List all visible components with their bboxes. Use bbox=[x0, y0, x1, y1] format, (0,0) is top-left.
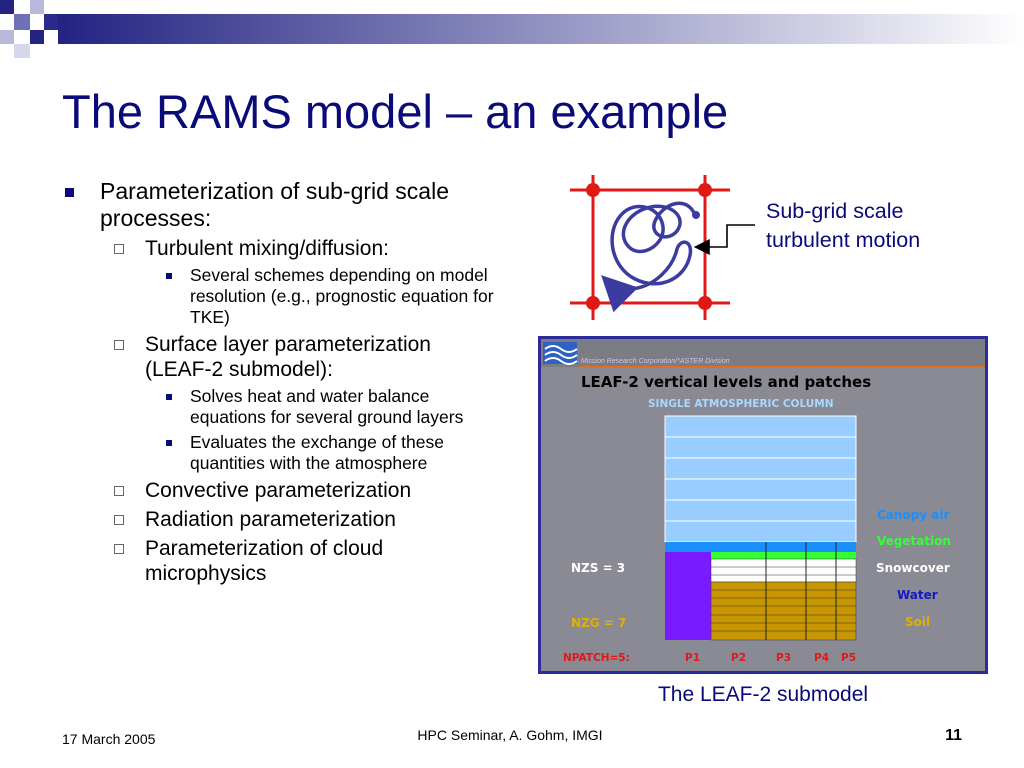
grid-node bbox=[586, 296, 600, 310]
patch-label: P2 bbox=[731, 652, 746, 664]
bullet-text: Radiation parameterization bbox=[145, 508, 396, 531]
hollow-square-bullet-icon bbox=[114, 515, 124, 525]
legend-soil: Soil bbox=[905, 615, 930, 629]
slide-title: The RAMS model – an example bbox=[62, 85, 729, 138]
bullet-text: Parameterization of sub-grid scale proce… bbox=[100, 178, 449, 231]
legend-snowcover: Snowcover bbox=[876, 561, 950, 575]
swirl-dot bbox=[692, 211, 700, 219]
grid-node bbox=[698, 296, 712, 310]
soil-layers bbox=[710, 581, 857, 641]
vegetation-layer bbox=[711, 552, 856, 559]
bullet-item: Parameterization of cloud microphysics bbox=[62, 536, 502, 586]
hollow-square-bullet-icon bbox=[114, 544, 124, 554]
hollow-square-bullet-icon bbox=[114, 340, 124, 350]
header-decoration bbox=[0, 0, 1024, 58]
bullet-text: Solves heat and water balance equations … bbox=[190, 386, 464, 427]
page-number: 11 bbox=[945, 727, 962, 744]
patch-label: P3 bbox=[776, 652, 791, 664]
bullet-item: Radiation parameterization bbox=[62, 507, 502, 532]
atmospheric-column bbox=[664, 415, 857, 543]
legend-vegetation: Vegetation bbox=[877, 534, 951, 548]
snowcover-layers bbox=[710, 558, 857, 583]
small-square-bullet-icon bbox=[166, 440, 172, 446]
bullet-item: Turbulent mixing/diffusion: bbox=[62, 236, 502, 261]
small-square-bullet-icon bbox=[166, 394, 172, 400]
grid-cell-diagram bbox=[570, 175, 755, 320]
bullet-text: Parameterization of cloud microphysics bbox=[145, 537, 384, 585]
nzg-label: NZG = 7 bbox=[571, 616, 626, 630]
label-pointer-arrow-icon bbox=[693, 224, 755, 255]
figure-title: LEAF-2 vertical levels and patches bbox=[581, 373, 871, 391]
figure-caption: The LEAF-2 submodel bbox=[657, 683, 869, 706]
small-square-bullet-icon bbox=[166, 273, 172, 279]
grid-node bbox=[586, 183, 600, 197]
turbulence-swirl-icon bbox=[601, 201, 697, 313]
patch-label: P5 bbox=[841, 652, 856, 664]
canopy-air-layer bbox=[665, 542, 856, 552]
header-banner-text: Mission Research Corporation/*ASTER Divi… bbox=[581, 358, 730, 365]
bullet-item: Surface layer parameterization (LEAF-2 s… bbox=[62, 332, 502, 382]
bullet-text: Surface layer parameterization (LEAF-2 s… bbox=[145, 333, 431, 381]
patch-label: P4 bbox=[814, 652, 829, 664]
grid-cell-box bbox=[570, 175, 730, 320]
legend-canopy-air: Canopy air bbox=[877, 508, 949, 522]
patch-label: P1 bbox=[685, 652, 700, 664]
footer-title: HPC Seminar, A. Gohm, IMGI bbox=[417, 727, 603, 743]
diagram-label: Sub-grid scale turbulent motion bbox=[766, 199, 921, 252]
bullet-text: Convective parameterization bbox=[145, 479, 412, 502]
bullet-item: Parameterization of sub-grid scale proce… bbox=[62, 178, 502, 232]
patch-dividers bbox=[765, 542, 837, 640]
bullet-text: Several schemes depending on model resol… bbox=[190, 265, 494, 327]
figure-subtitle: SINGLE ATMOSPHERIC COLUMN bbox=[648, 398, 834, 410]
bullet-item: Evaluates the exchange of these quantiti… bbox=[62, 432, 502, 474]
grid-node bbox=[698, 183, 712, 197]
legend-water: Water bbox=[897, 588, 938, 602]
footer-date: 17 March 2005 bbox=[62, 731, 156, 747]
bullet-item: Several schemes depending on model resol… bbox=[62, 265, 502, 328]
hollow-square-bullet-icon bbox=[114, 244, 124, 254]
water-patch bbox=[665, 552, 711, 640]
wave-logo-icon bbox=[543, 342, 578, 365]
nzs-label: NZS = 3 bbox=[571, 561, 625, 575]
bullet-text: Evaluates the exchange of these quantiti… bbox=[190, 432, 444, 473]
leaf2-figure: Mission Research Corporation/*ASTER Divi… bbox=[538, 336, 988, 674]
leaf2-figure-graphic: Mission Research Corporation/*ASTER Divi… bbox=[541, 339, 985, 664]
figure-header-banner bbox=[541, 339, 985, 367]
square-bullet-icon bbox=[65, 188, 74, 197]
npatch-label: NPATCH=5: bbox=[563, 652, 630, 664]
hollow-square-bullet-icon bbox=[114, 486, 124, 496]
bullet-text: Turbulent mixing/diffusion: bbox=[145, 237, 389, 260]
bullet-item: Solves heat and water balance equations … bbox=[62, 386, 502, 428]
bullet-list: Parameterization of sub-grid scale proce… bbox=[62, 178, 502, 589]
bullet-item: Convective parameterization bbox=[62, 478, 502, 503]
